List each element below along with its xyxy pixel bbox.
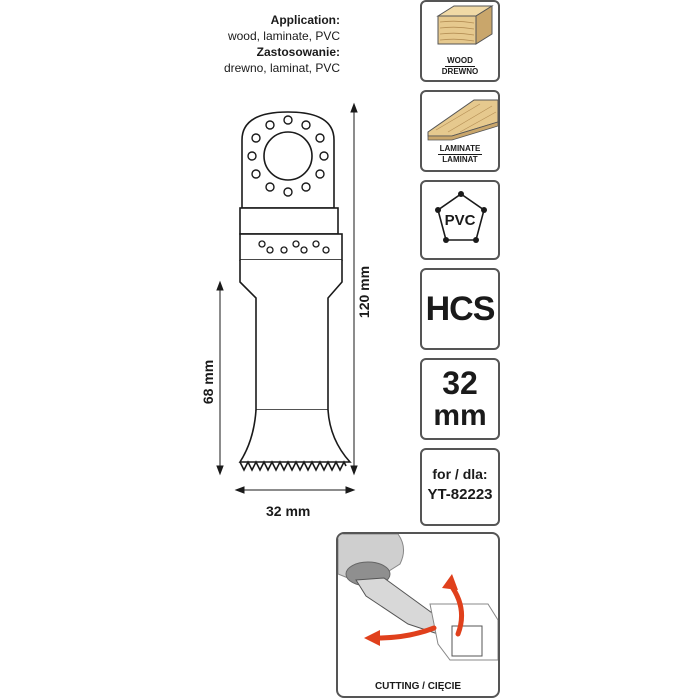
tile-hcs: HCS — [420, 268, 500, 350]
blade-neck — [239, 260, 343, 411]
oscillating-tool-icon — [338, 534, 498, 661]
tile-wood: WOOD DREWNO — [420, 0, 500, 82]
wood-block-icon — [436, 5, 494, 45]
laminate-label-en: LAMINATE — [437, 144, 483, 155]
application-heading-en: Application: — [270, 13, 340, 27]
dimension-blade-length — [216, 280, 224, 476]
cutting-panel: CUTTING / CIĘCIE — [336, 532, 500, 698]
dimension-total-length — [350, 102, 358, 476]
rivet-dots — [258, 240, 330, 254]
tile-laminate: LAMINATE LAMINAT — [420, 90, 500, 172]
blade-teeth — [239, 460, 347, 472]
blade-head — [241, 111, 335, 209]
tile-pvc: PVC — [420, 180, 500, 260]
pvc-pentagon-icon — [435, 191, 487, 243]
hcs-label: HCS — [425, 290, 496, 328]
wood-label-pl: DREWNO — [441, 67, 479, 76]
application-materials-en: wood, laminate, PVC — [227, 29, 340, 43]
tile-width: 32 mm — [420, 358, 500, 440]
cutting-caption: CUTTING / CIĘCIE — [374, 681, 462, 692]
pvc-label: PVC — [444, 212, 476, 229]
dimension-blade-width — [234, 486, 356, 494]
application-heading-pl: Zastosowanie: — [256, 45, 340, 59]
mounting-holes — [247, 115, 329, 197]
application-text: Application: wood, laminate, PVC Zastoso… — [140, 12, 340, 76]
blade-cutting-section — [238, 409, 352, 463]
width-unit: mm — [433, 399, 487, 432]
compat-prefix: for / dla: — [432, 466, 488, 482]
label-total-length: 120 mm — [356, 265, 373, 319]
width-value: 32 — [442, 365, 478, 401]
wood-label-en: WOOD — [445, 56, 475, 67]
laminate-label-pl: LAMINAT — [442, 155, 478, 164]
laminate-board-icon — [427, 99, 498, 141]
label-blade-length: 68 mm — [200, 359, 217, 405]
blade-center-hole — [263, 131, 313, 181]
compat-model: YT-82223 — [427, 486, 493, 503]
tile-compatibility: for / dla: YT-82223 — [420, 448, 500, 526]
blade-collar — [239, 207, 339, 235]
label-blade-width: 32 mm — [266, 503, 311, 519]
application-materials-pl: drewno, laminat, PVC — [223, 61, 340, 75]
